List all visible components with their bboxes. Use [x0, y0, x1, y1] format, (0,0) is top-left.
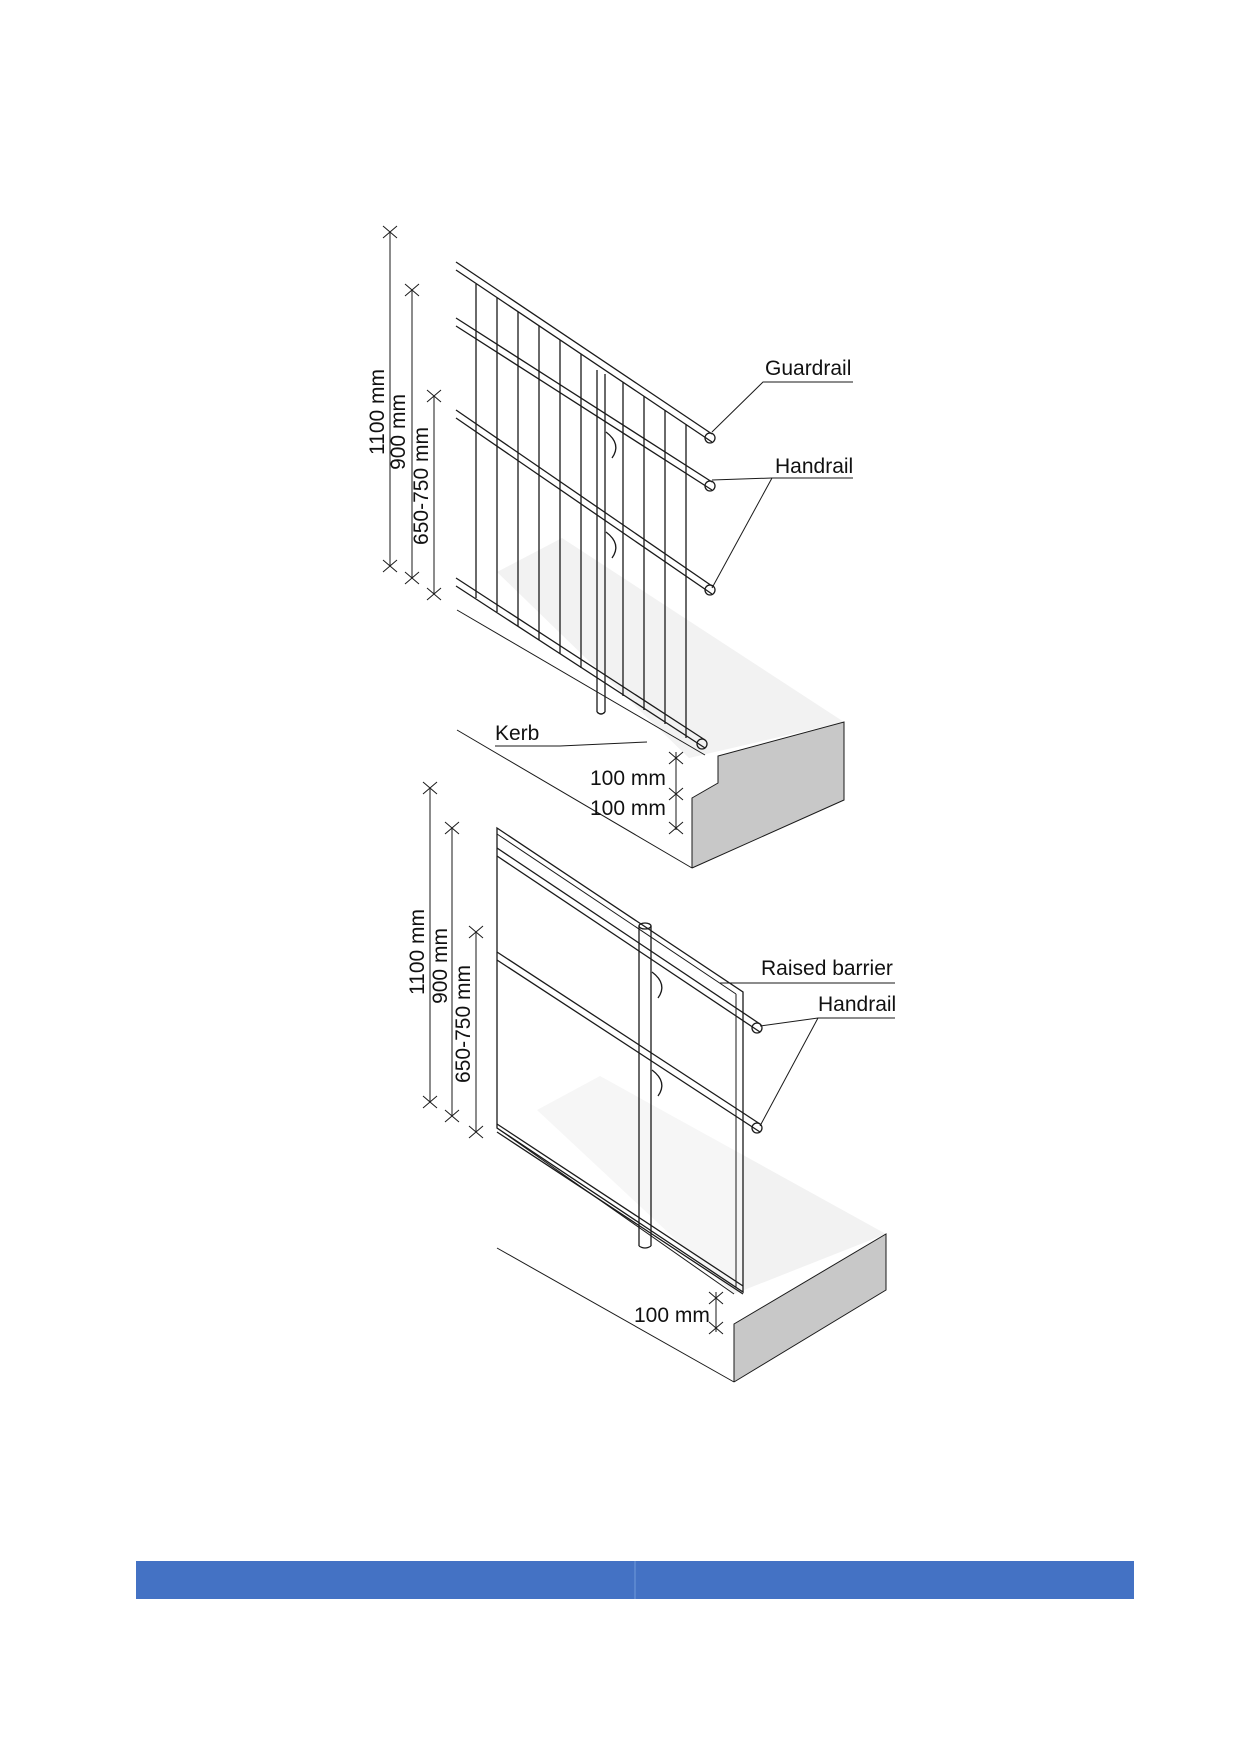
guardrail-rail-b: [496, 855, 761, 1033]
handrail-upper-end: [704, 480, 716, 492]
bottom-rail-b: [496, 1131, 744, 1295]
handrail-leader: [711, 477, 773, 589]
bottom-detail: Raised barrier Handrail 100 mm 1100 mm 9…: [406, 781, 896, 1383]
guardrail-height-label: 900 mm: [387, 394, 410, 470]
guardrail-rail-top: [455, 261, 713, 435]
handrail-rail-end: [751, 1122, 763, 1134]
overall-height-label: 1100 mm: [406, 909, 429, 995]
bottom-slab-outline: [496, 1233, 887, 1383]
handrail-height-label: 650-750 mm: [410, 427, 433, 545]
footer-cell-right: [636, 1561, 1134, 1599]
overall-height-label: 1100 mm: [366, 369, 389, 455]
handrail-height-label: 650-750 mm: [452, 965, 475, 1083]
bottom-rail-end: [696, 738, 708, 750]
bottom-rail-a: [496, 1123, 744, 1287]
footer-divider: [634, 1561, 636, 1599]
balusters: [475, 284, 687, 738]
bottom-slab-top-surface: [537, 1076, 886, 1294]
top-slab-top-surface: [497, 538, 844, 758]
raised-barrier-panel: [496, 826, 744, 1294]
top-slab-front-face: [692, 722, 844, 868]
kerb-leader: [495, 741, 648, 747]
guardrail-rail-end: [751, 1022, 763, 1034]
kerb-top-edge: [456, 609, 706, 756]
bottom-dimension-lines: [422, 781, 724, 1335]
handrail-leader: [711, 477, 853, 481]
handrail-lower-line-b: [455, 417, 713, 595]
slab-top-edge: [496, 1127, 735, 1295]
handrail-label: Handrail: [818, 993, 896, 1016]
handrail-upper-line-a: [455, 317, 713, 483]
top-detail: Guardrail Handrail Kerb 100 mm 100 mm 11…: [366, 225, 853, 869]
handrail-bracket: [605, 431, 617, 459]
handrail-bracket: [651, 1069, 663, 1097]
barrier-gap-label: 100 mm: [634, 1304, 710, 1327]
post: [596, 370, 617, 715]
post: [638, 922, 663, 1249]
guardrail-leader: [711, 381, 853, 433]
handrail-lower-end: [704, 584, 716, 596]
handrail-rail-a: [496, 951, 761, 1125]
handrail-leader: [759, 1017, 895, 1027]
handrail-upper-line-b: [455, 325, 713, 491]
handrail-bracket: [651, 971, 663, 999]
guardrail-rail-end: [704, 432, 716, 444]
footer-cell-left: [136, 1561, 634, 1599]
guardrail-height-label: 900 mm: [429, 928, 452, 1004]
guardrail-rail-a: [496, 847, 761, 1025]
top-slab-outline: [456, 721, 845, 869]
guardrail-rail-bottom: [455, 269, 713, 443]
kerb-label: Kerb: [495, 722, 539, 745]
top-dimension-lines: [382, 225, 684, 835]
kerb-height-label: 100 mm: [590, 767, 666, 790]
handrail-lower-line-a: [455, 409, 713, 587]
handrail-rail-b: [496, 959, 761, 1133]
handrail-label: Handrail: [775, 455, 853, 478]
footer-bar: [136, 1561, 1134, 1599]
guardrail-label: Guardrail: [765, 357, 851, 380]
kerb-gap-label: 100 mm: [590, 797, 666, 820]
handrail-leader: [759, 1017, 819, 1127]
raised-barrier-label: Raised barrier: [761, 957, 893, 980]
handrail-bracket: [605, 531, 617, 559]
bottom-slab-front-face: [734, 1234, 886, 1382]
